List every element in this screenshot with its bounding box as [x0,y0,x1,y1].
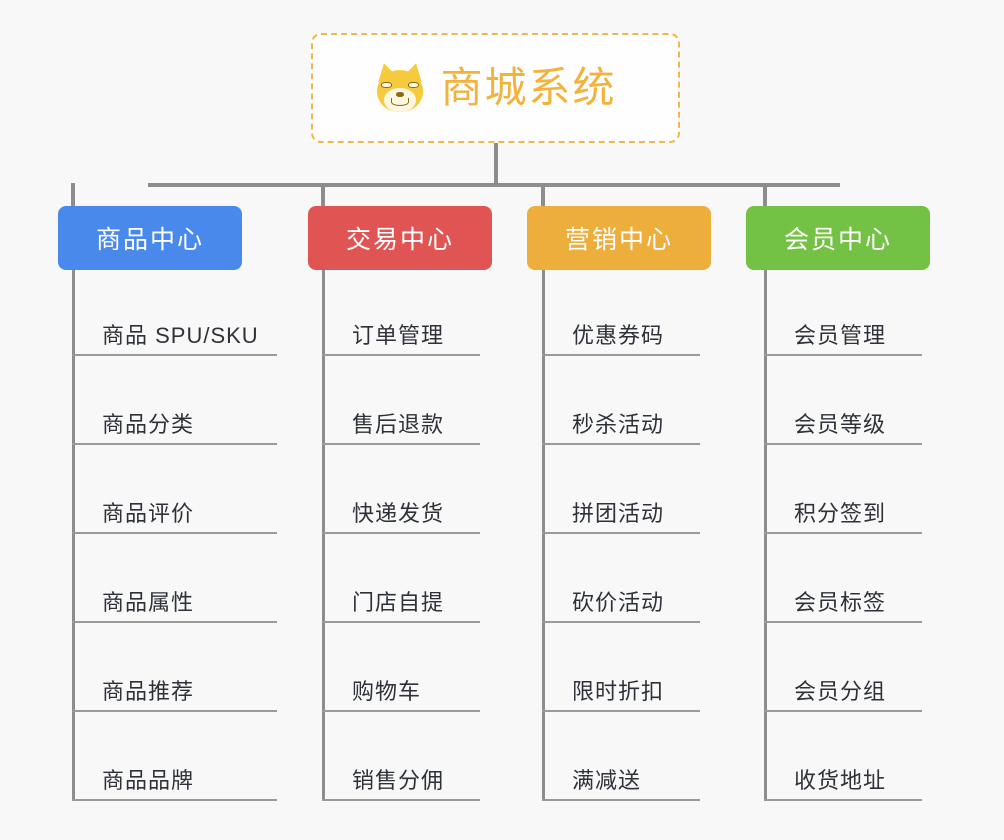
leaf-item[interactable]: 售后退款 [322,412,480,445]
leaf-label: 售后退款 [352,412,445,437]
leaf-item[interactable]: 商品品牌 [72,768,277,801]
leaf-underline [542,799,700,801]
column-spine-marketing-center [542,270,545,800]
leaf-label: 会员等级 [794,412,887,437]
leaf-item[interactable]: 会员标签 [764,590,922,623]
root-title: 商城系统 [440,64,617,111]
leaf-label: 收货地址 [794,768,887,793]
leaf-underline [764,621,922,623]
leaf-label: 会员分组 [794,679,887,704]
connector-horizontal-bus [148,183,840,187]
leaf-underline [322,532,480,534]
leaf-underline [322,799,480,801]
leaf-underline [764,443,922,445]
category-header-member-center[interactable]: 会员中心 [746,206,930,270]
leaf-item[interactable]: 销售分佣 [322,768,480,801]
leaf-item[interactable]: 会员分组 [764,679,922,712]
connector-drop-trade-center [321,183,325,207]
leaf-label: 商品推荐 [102,679,195,704]
leaf-item[interactable]: 商品评价 [72,501,277,534]
leaf-underline [72,710,277,712]
leaf-underline [72,621,277,623]
leaf-label: 拼团活动 [572,501,665,526]
leaf-underline [72,354,277,356]
leaf-label: 商品分类 [102,412,195,437]
column-spine-member-center [764,270,767,800]
column-spine-trade-center [322,270,325,800]
category-header-marketing-center[interactable]: 营销中心 [527,206,711,270]
leaf-item[interactable]: 订单管理 [322,323,480,356]
column-spine-product-center [72,270,75,800]
connector-root-stem [494,143,498,186]
leaf-label: 门店自提 [352,590,445,615]
category-header-trade-center[interactable]: 交易中心 [308,206,492,270]
leaf-label: 积分签到 [794,501,887,526]
leaf-underline [542,710,700,712]
leaf-label: 商品品牌 [102,768,195,793]
leaf-label: 商品评价 [102,501,195,526]
leaf-item[interactable]: 购物车 [322,679,480,712]
leaf-item[interactable]: 商品推荐 [72,679,277,712]
leaf-underline [542,354,700,356]
leaf-label: 限时折扣 [572,679,665,704]
connector-drop-marketing-center [541,183,545,207]
leaf-item[interactable]: 满减送 [542,768,700,801]
shiba-dog-icon [374,60,427,114]
leaf-item[interactable]: 优惠券码 [542,323,700,356]
leaf-item[interactable]: 收货地址 [764,768,922,801]
leaf-item[interactable]: 会员管理 [764,323,922,356]
leaf-item[interactable]: 快递发货 [322,501,480,534]
leaf-label: 快递发货 [352,501,445,526]
leaf-underline [764,799,922,801]
leaf-underline [764,354,922,356]
leaf-item[interactable]: 商品 SPU/SKU [72,323,277,356]
leaf-item[interactable]: 门店自提 [322,590,480,623]
leaf-label: 满减送 [572,768,642,793]
leaf-label: 商品 SPU/SKU [102,323,259,348]
leaf-underline [322,354,480,356]
leaf-underline [764,710,922,712]
leaf-item[interactable]: 限时折扣 [542,679,700,712]
leaf-label: 会员管理 [794,323,887,348]
leaf-item[interactable]: 砍价活动 [542,590,700,623]
leaf-label: 购物车 [352,679,422,704]
category-header-product-center[interactable]: 商品中心 [58,206,242,270]
leaf-label: 砍价活动 [572,590,665,615]
leaf-item[interactable]: 积分签到 [764,501,922,534]
leaf-item[interactable]: 拼团活动 [542,501,700,534]
connector-drop-member-center [763,183,767,207]
leaf-underline [72,532,277,534]
leaf-underline [764,532,922,534]
leaf-label: 会员标签 [794,590,887,615]
leaf-label: 销售分佣 [352,768,445,793]
leaf-item[interactable]: 商品属性 [72,590,277,623]
leaf-underline [72,443,277,445]
leaf-underline [322,710,480,712]
leaf-label: 优惠券码 [572,323,665,348]
leaf-underline [322,443,480,445]
leaf-item[interactable]: 会员等级 [764,412,922,445]
leaf-label: 秒杀活动 [572,412,665,437]
root-node[interactable]: 商城系统 [311,33,680,143]
connector-drop-product-center [71,183,75,207]
leaf-item[interactable]: 商品分类 [72,412,277,445]
leaf-label: 商品属性 [102,590,195,615]
leaf-underline [322,621,480,623]
leaf-underline [542,621,700,623]
leaf-item[interactable]: 秒杀活动 [542,412,700,445]
leaf-underline [542,443,700,445]
leaf-label: 订单管理 [352,323,445,348]
leaf-underline [542,532,700,534]
leaf-underline [72,799,277,801]
